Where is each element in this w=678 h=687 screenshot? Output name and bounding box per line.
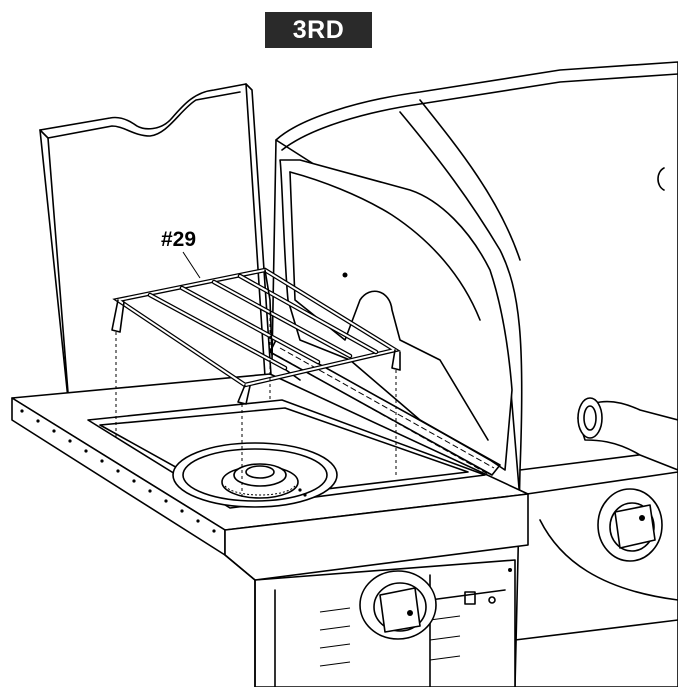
- cook-box: [514, 397, 678, 687]
- control-knob: [359, 570, 437, 640]
- callout-leader: [182, 251, 201, 279]
- control-knob: [597, 488, 663, 562]
- warming-rack: [111, 267, 401, 500]
- shelf-holes: [20, 409, 216, 533]
- side-shelf-lid: [39, 83, 273, 419]
- step-badge: 3RD: [265, 12, 372, 48]
- flame-icon: [407, 610, 413, 616]
- flame-icon: [639, 515, 645, 521]
- part-label: #29: [161, 228, 197, 251]
- side-burner: [172, 442, 338, 508]
- base-panel: [254, 559, 516, 687]
- step-label: 3RD: [292, 15, 345, 44]
